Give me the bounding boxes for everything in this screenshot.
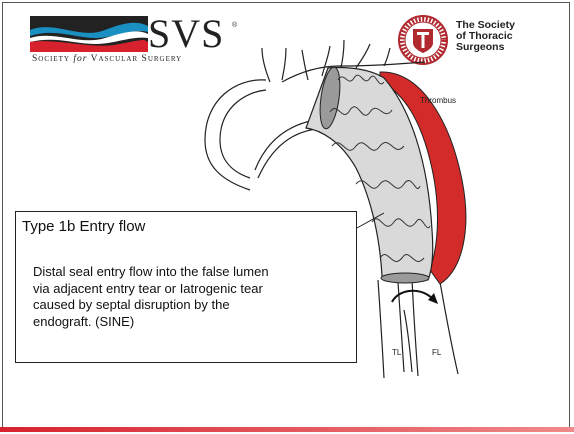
- distal-false-lumen-wall: [412, 280, 418, 376]
- false-lumen-label: FL: [432, 348, 441, 357]
- ascending-aorta-inner: [220, 90, 266, 178]
- branch-vessel: [302, 50, 308, 80]
- branch-vessel: [262, 48, 270, 82]
- entry-flow-arrowhead: [428, 293, 438, 304]
- branch-vessel: [356, 44, 370, 68]
- callout-title: Type 1b Entry flow: [22, 218, 145, 235]
- distal-false-lumen-wall-2: [440, 282, 458, 374]
- callout-box: Type 1b Entry flow Distal seal entry flo…: [15, 211, 357, 363]
- entry-flow-arrow: [392, 291, 432, 302]
- branch-vessel: [384, 48, 390, 66]
- true-lumen-label: TL: [392, 348, 401, 357]
- thrombus-label: Thrombus: [420, 96, 456, 105]
- branch-vessel: [282, 48, 286, 80]
- distal-true-lumen-wall: [378, 280, 384, 378]
- callout-body: Distal seal entry flow into the false lu…: [33, 264, 351, 330]
- bottom-accent-bar: [0, 427, 574, 432]
- ascending-aorta-outer: [205, 80, 266, 190]
- septum-line: [404, 310, 412, 372]
- stent-graft-distal-opening: [381, 273, 429, 283]
